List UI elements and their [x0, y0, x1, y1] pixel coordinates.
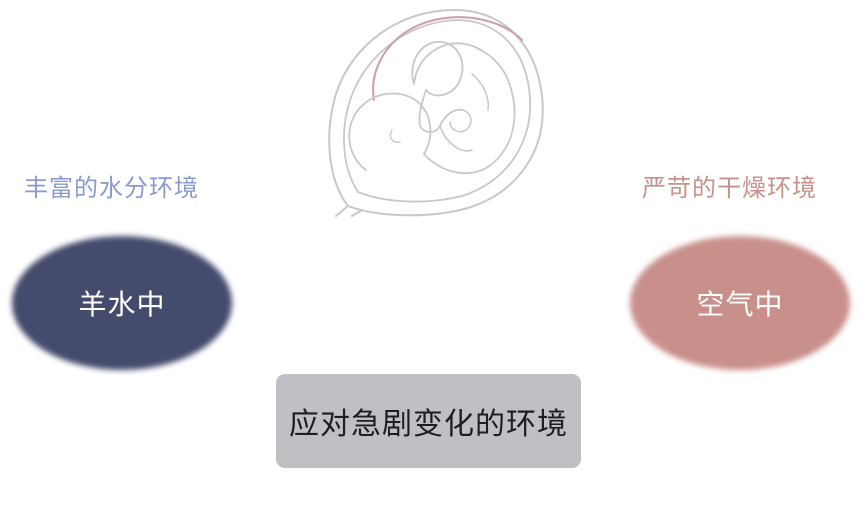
- left-caption: 丰富的水分环境: [24, 174, 199, 202]
- fetus-foot: [471, 73, 490, 111]
- placenta-arc: [372, 16, 523, 101]
- air-label: 空气中: [696, 288, 784, 321]
- amniotic-fluid-blob-shape: [12, 236, 232, 370]
- uterus-outline: [328, 9, 544, 217]
- air-blob: 空气中: [630, 236, 850, 370]
- fetus-arm: [418, 89, 463, 133]
- amniotic-fluid-blob: 羊水中: [12, 236, 232, 370]
- right-caption: 严苛的干燥环境: [642, 174, 817, 202]
- fetus-hand: [449, 109, 472, 133]
- umbilical-cord: [439, 125, 473, 152]
- fetus-leg: [411, 41, 464, 97]
- fetus-ear: [389, 129, 401, 144]
- fetus-body: [413, 42, 516, 175]
- uterus-opening: [335, 205, 363, 217]
- center-box: 应对急剧变化的环境: [276, 374, 581, 468]
- amniotic-fluid-label: 羊水中: [78, 288, 166, 321]
- uterus-inner-outline: [343, 19, 531, 203]
- air-blob-shape: [630, 236, 850, 370]
- fetus-in-womb-icon: [328, 9, 544, 217]
- fetus-head: [348, 92, 432, 171]
